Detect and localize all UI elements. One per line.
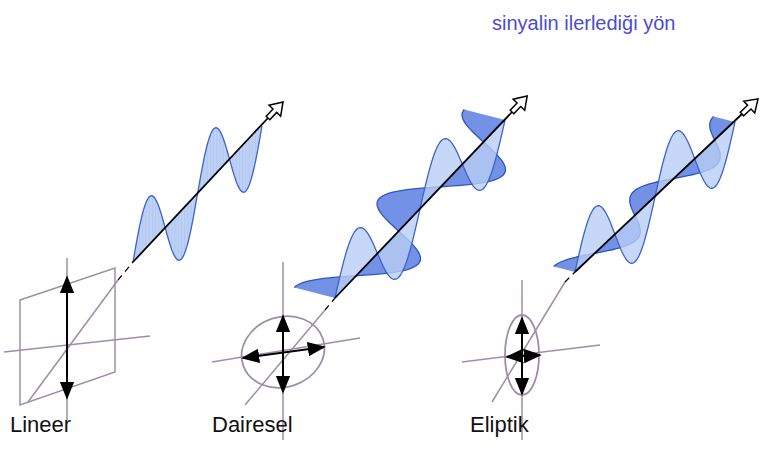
polarization-name: Lineer (10, 412, 71, 437)
axis-dashed (118, 262, 133, 280)
polarization-circle (232, 306, 334, 399)
direction-arrow (740, 99, 758, 116)
plane-axis (28, 280, 118, 402)
polarization-plane (20, 268, 115, 405)
propagation-axis (575, 114, 742, 272)
field-vector (282, 316, 284, 392)
direction-note: sinyalin ilerlediği yön (492, 12, 675, 35)
plane-axis (462, 345, 600, 362)
field-vector (507, 355, 540, 357)
direction-arrow (266, 102, 283, 120)
propagation-axis (335, 112, 512, 298)
field-vector (243, 347, 324, 358)
axis-dashed (565, 272, 575, 282)
polarization-ellipse (505, 315, 539, 395)
field-vector (66, 277, 68, 398)
plane-axis (212, 338, 360, 362)
propagation-axis (133, 118, 268, 262)
axis-dashed (325, 298, 335, 310)
wave-lobe (294, 110, 505, 299)
plane-axis (492, 282, 565, 402)
direction-arrow (510, 96, 527, 114)
plane-axis (4, 336, 150, 352)
polarization-name: Dairesel (212, 412, 293, 437)
polarization-name: Eliptik (470, 412, 529, 437)
plane-axis (66, 258, 68, 420)
wave-lobe (554, 117, 735, 273)
